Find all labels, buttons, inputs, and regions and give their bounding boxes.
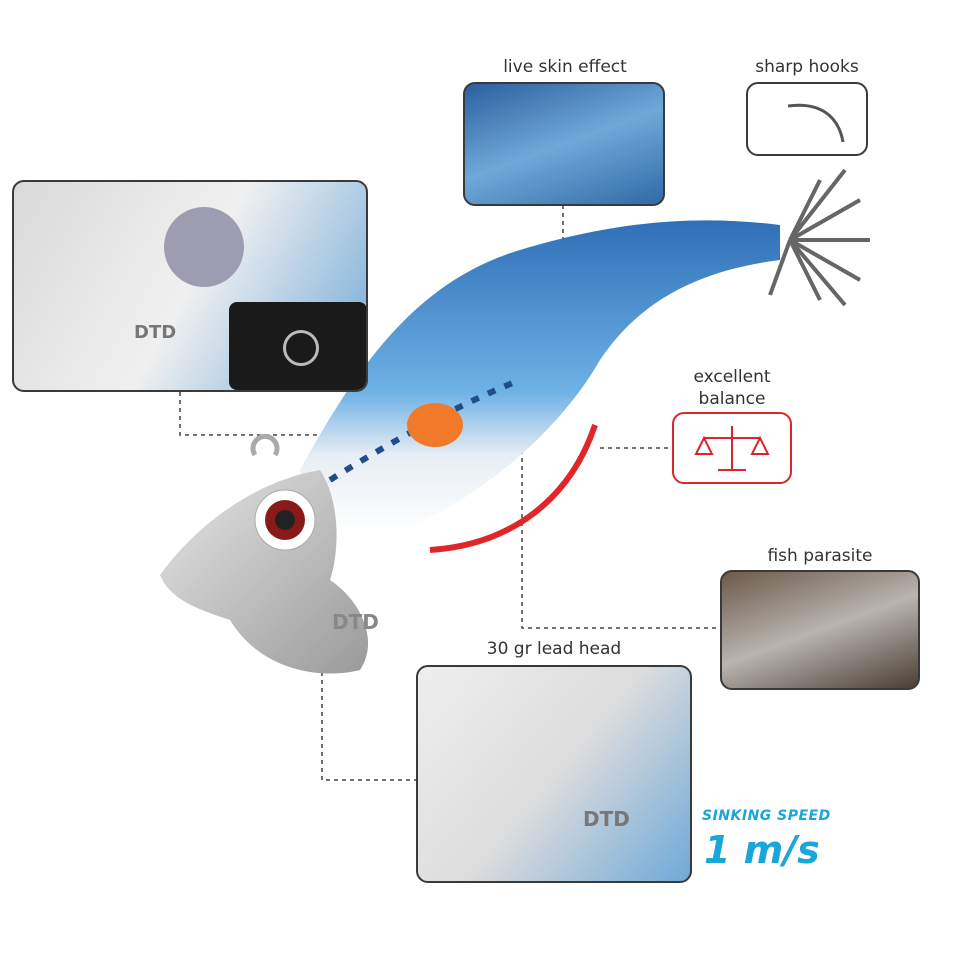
- balance-label-line2: balance: [698, 389, 766, 409]
- sound-chamber-inset: [229, 302, 366, 390]
- brand-mark: DTD: [332, 610, 379, 634]
- sinking-speed-value: 1 m/s: [704, 828, 820, 872]
- fish-parasite-inset: [720, 570, 920, 690]
- live-skin-label: live skin effect: [503, 57, 627, 77]
- lure-body: [300, 220, 780, 535]
- lead-head-label: 30 gr lead head: [486, 639, 622, 659]
- balance-label-line1: excellent: [693, 367, 771, 387]
- lead-head: [160, 470, 369, 674]
- scale-icon: [694, 426, 770, 471]
- orange-spot: [407, 403, 463, 447]
- sinking-speed-title: SINKING SPEED: [702, 808, 831, 824]
- sharp-hooks-inset: [746, 82, 868, 156]
- head-detail-inset: DTD: [12, 180, 368, 392]
- lead-head-inset: DTD: [416, 665, 692, 883]
- hook-icon: [787, 103, 845, 143]
- brand-mark-inset-2: DTD: [583, 807, 630, 831]
- balance-arc: [429, 424, 598, 553]
- fluorescent-detail: [164, 207, 244, 287]
- rattle-icon: [283, 330, 319, 366]
- fish-parasite-label: fish parasite: [767, 546, 873, 566]
- brand-mark-inset: DTD: [134, 322, 177, 343]
- sharp-hooks-label: sharp hooks: [755, 57, 859, 77]
- hook-cluster: [768, 168, 870, 307]
- live-skin-inset: [463, 82, 665, 206]
- balance-label: excellent balance: [672, 366, 792, 410]
- balance-inset: [672, 412, 792, 484]
